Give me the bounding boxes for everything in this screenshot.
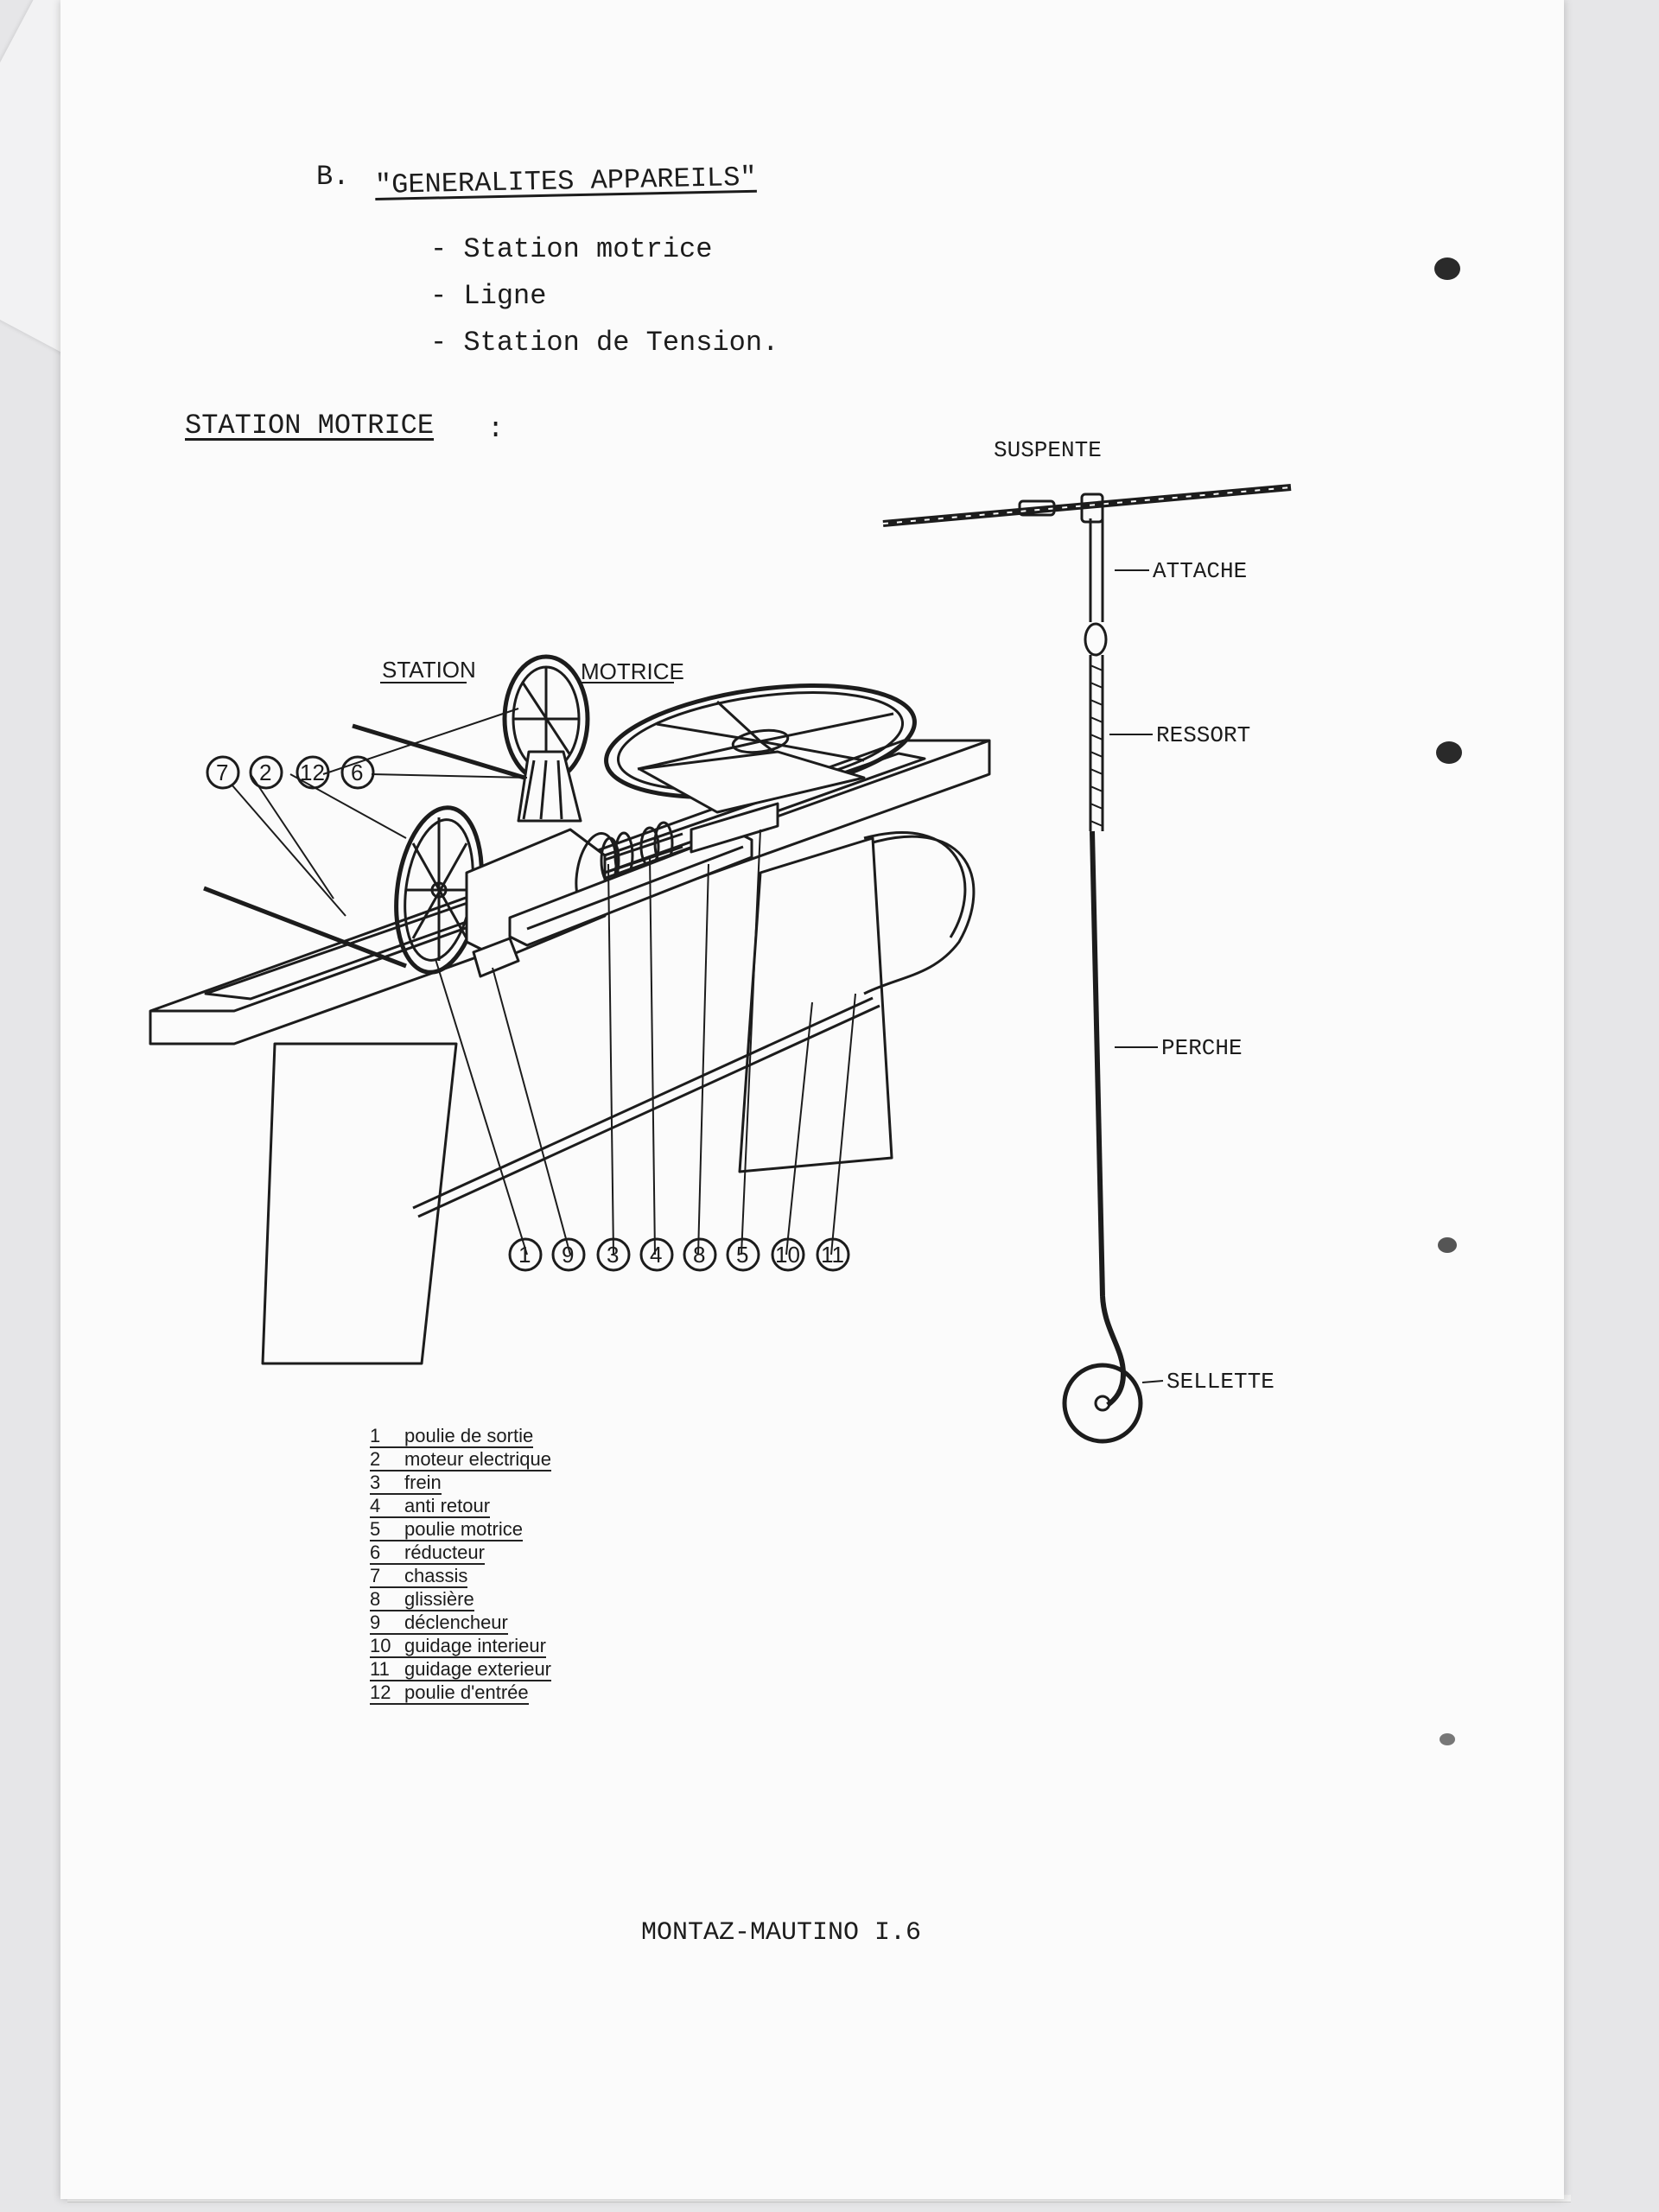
legend-item: 4 anti retour — [370, 1495, 491, 1518]
list-item: - Station de Tension. — [430, 327, 779, 359]
legend-text: guidage exterieur — [404, 1658, 552, 1680]
legend-number: 12 — [370, 1681, 391, 1703]
sellette-label: SELLETTE — [1166, 1369, 1274, 1395]
legend-text: frein — [404, 1471, 442, 1493]
legend-number: 10 — [370, 1635, 391, 1656]
ressort-label: RESSORT — [1156, 722, 1251, 748]
subheading-colon: : — [487, 413, 505, 445]
legend-number: 3 — [370, 1471, 381, 1493]
section-prefix: B. — [316, 161, 350, 193]
suspente-drawing — [882, 484, 1292, 1444]
table-leg — [738, 836, 893, 1173]
callout-label: 3 — [607, 1242, 620, 1268]
legend-number: 2 — [370, 1448, 381, 1470]
legend-item: 1 poulie de sortie — [370, 1425, 534, 1448]
legend-text: anti retour — [404, 1495, 491, 1516]
legend-item: 3 frein — [370, 1472, 442, 1495]
callout-label: 12 — [300, 760, 325, 785]
callout-label: 8 — [693, 1242, 706, 1268]
legend-text: poulie d'entrée — [404, 1681, 529, 1703]
legend-number: 1 — [370, 1425, 381, 1446]
drive-pulley — [604, 683, 917, 814]
punch-hole — [1434, 257, 1460, 280]
legend-item: 6 réducteur — [370, 1542, 485, 1565]
callout-label: 4 — [650, 1242, 663, 1268]
suspente-title: SUSPENTE — [994, 437, 1102, 463]
legend-text: poulie motrice — [404, 1518, 523, 1540]
legend-item: 5 poulie motrice — [370, 1519, 523, 1541]
callout-label: 11 — [821, 1242, 844, 1268]
legend-item: 11 guidage exterieur — [370, 1658, 552, 1681]
legend-text: glissière — [404, 1588, 474, 1610]
legend-number: 6 — [370, 1541, 381, 1563]
punch-hole — [1436, 741, 1462, 764]
callout-label: 5 — [736, 1242, 749, 1268]
legend-number: 9 — [370, 1611, 381, 1633]
station-label: STATION — [382, 657, 476, 683]
punch-hole — [1438, 1237, 1457, 1253]
callout-label: 9 — [562, 1242, 575, 1268]
legend-item: 10 guidage interieur — [370, 1636, 546, 1658]
legend-text: poulie de sortie — [404, 1425, 534, 1446]
legend-number: 5 — [370, 1518, 381, 1540]
callout-label: 2 — [259, 760, 272, 785]
inlet-pulley — [502, 654, 590, 823]
table-leg — [261, 1042, 458, 1365]
legend-item: 8 glissière — [370, 1589, 474, 1611]
perche-label: PERCHE — [1161, 1035, 1243, 1061]
legend-item: 2 moteur electrique — [370, 1449, 551, 1471]
legend-item: 12 poulie d'entrée — [370, 1682, 529, 1705]
list-item: - Ligne — [430, 280, 547, 312]
legend-number: 8 — [370, 1588, 381, 1610]
legend-item: 7 chassis — [370, 1565, 468, 1588]
callout-label: 10 — [775, 1242, 800, 1268]
callout-label: 1 — [518, 1242, 531, 1268]
legend-item: 9 déclencheur — [370, 1612, 508, 1635]
legend-text: déclencheur — [404, 1611, 508, 1633]
page-footer: MONTAZ-MAUTINO I.6 — [641, 1918, 922, 1948]
legend-number: 11 — [370, 1658, 390, 1680]
list-item: - Station motrice — [430, 233, 713, 265]
legend-number: 4 — [370, 1495, 381, 1516]
motrice-label: MOTRICE — [581, 658, 684, 684]
punch-hole — [1440, 1733, 1455, 1745]
subheading: STATION MOTRICE — [185, 410, 435, 442]
legend-text: chassis — [404, 1565, 468, 1586]
legend-text: réducteur — [404, 1541, 485, 1563]
callout-label: 7 — [216, 760, 229, 785]
callout-label: 6 — [351, 760, 364, 785]
legend-number: 7 — [370, 1565, 381, 1586]
attache-label: ATTACHE — [1153, 558, 1248, 584]
legend-text: moteur electrique — [404, 1448, 551, 1470]
legend-text: guidage interieur — [404, 1635, 546, 1656]
